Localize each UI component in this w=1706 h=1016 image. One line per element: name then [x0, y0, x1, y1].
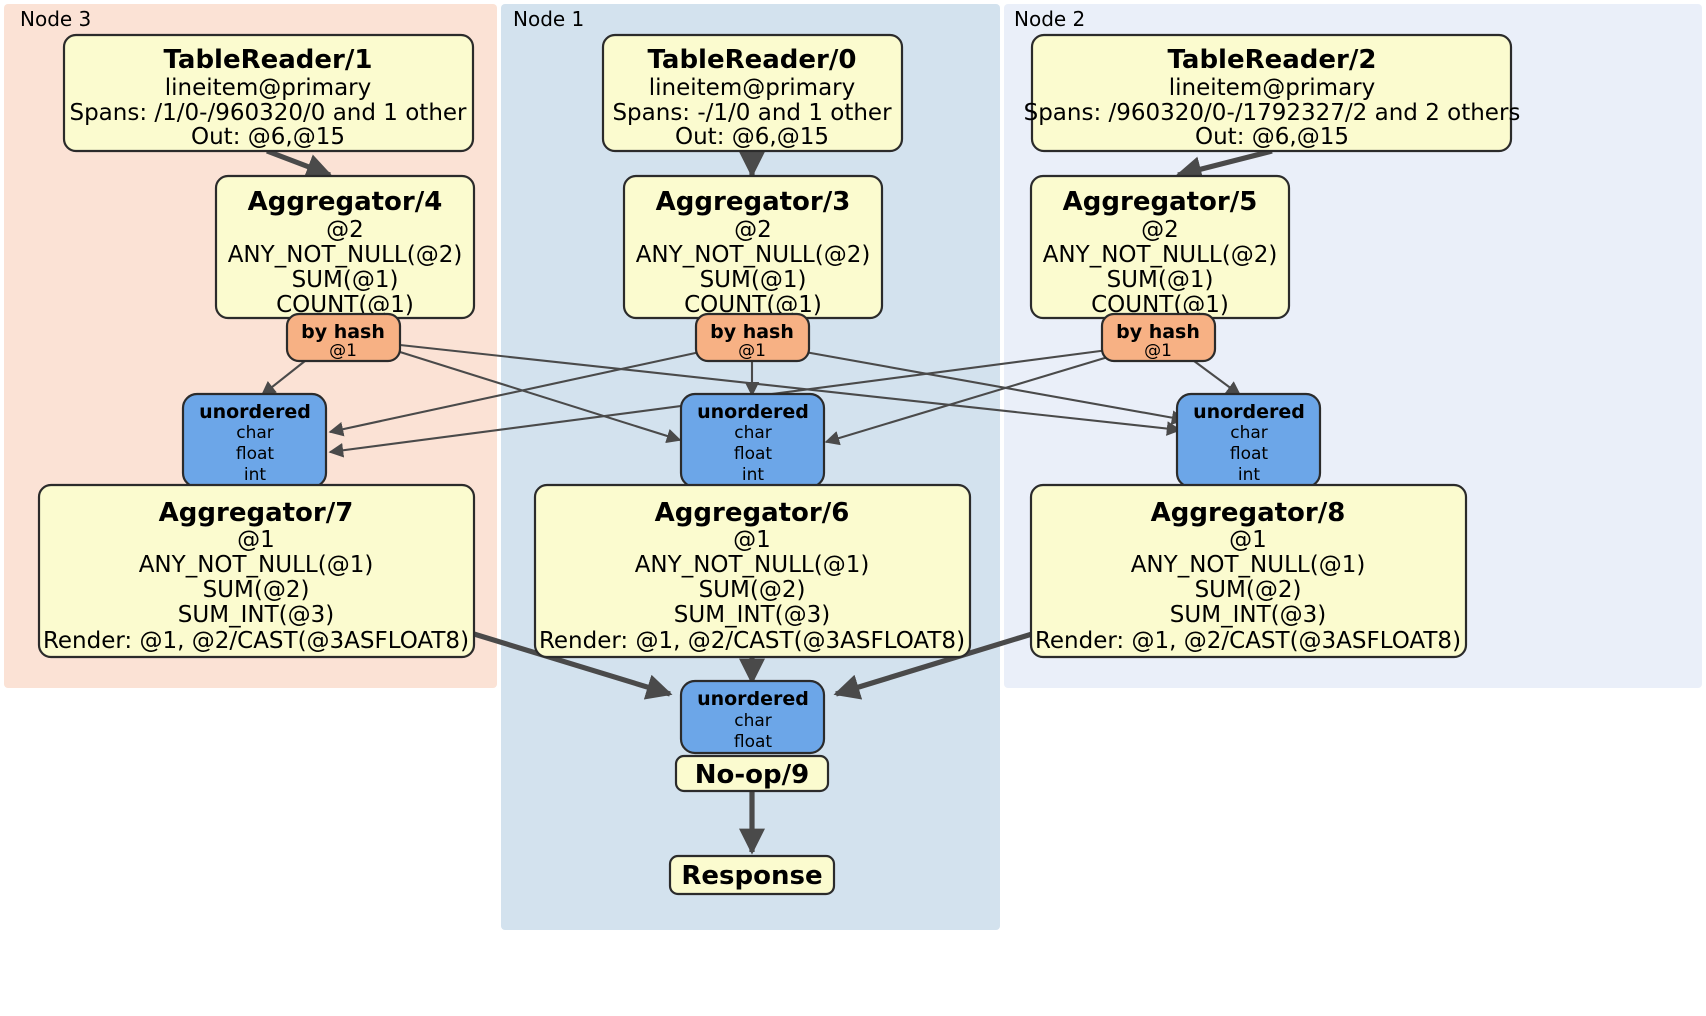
- aggregator-8-line-3: SUM_INT(@3): [1170, 602, 1326, 628]
- aggregator-4-line-0: @2: [326, 217, 364, 243]
- aggregator-5-line-0: @2: [1141, 217, 1179, 243]
- aggregator-6-title: Aggregator/6: [655, 498, 850, 528]
- aggregator-5[interactable]: Aggregator/5 @2 ANY_NOT_NULL(@2) SUM(@1)…: [1029, 174, 1291, 320]
- table-reader-0-line-1: Spans: -/1/0 and 1 other: [612, 100, 892, 126]
- aggregator-8[interactable]: Aggregator/8 @1 ANY_NOT_NULL(@1) SUM(@2)…: [1029, 483, 1468, 659]
- sync-unordered-8-title: unordered: [1193, 401, 1305, 423]
- no-op-9[interactable]: No-op/9: [674, 754, 830, 793]
- hash-router-4-title: by hash: [301, 321, 385, 343]
- edge-hash5-sync8: [1189, 357, 1242, 396]
- sync-unordered-6-line-0: char: [734, 423, 772, 443]
- aggregator-6-line-2: SUM(@2): [699, 577, 806, 603]
- hash-router-5[interactable]: by hash @1: [1100, 312, 1217, 363]
- hash-router-4[interactable]: by hash @1: [285, 312, 402, 363]
- response-box[interactable]: Response: [668, 854, 836, 896]
- aggregator-3-line-1: ANY_NOT_NULL(@2): [636, 242, 871, 268]
- edge-tr1-agg4: [266, 148, 333, 179]
- sync-unordered-7-line-1: float: [236, 444, 275, 464]
- sync-unordered-7[interactable]: unordered char float int: [181, 392, 328, 489]
- sync-unordered-8-line-0: char: [1230, 423, 1268, 443]
- sync-unordered-7-line-2: int: [244, 465, 266, 485]
- sync-unordered-6-line-1: float: [734, 444, 773, 464]
- aggregator-8-line-2: SUM(@2): [1195, 577, 1302, 603]
- hash-router-5-title: by hash: [1116, 321, 1200, 343]
- sync-unordered-7-title: unordered: [199, 401, 311, 423]
- sync-unordered-8-line-2: int: [1238, 465, 1260, 485]
- aggregator-4-line-2: SUM(@1): [292, 267, 399, 293]
- table-reader-1-line-2: Out: @6,@15: [191, 124, 345, 150]
- hash-router-4-sub: @1: [329, 341, 357, 361]
- aggregator-3-line-2: SUM(@1): [700, 267, 807, 293]
- table-reader-0[interactable]: TableReader/0 lineitem@primary Spans: -/…: [601, 33, 904, 153]
- aggregator-8-line-1: ANY_NOT_NULL(@1): [1131, 552, 1366, 578]
- aggregator-6-line-0: @1: [733, 527, 771, 553]
- aggregator-8-line-0: @1: [1229, 527, 1267, 553]
- node-label-node1: Node 1: [513, 7, 584, 31]
- table-reader-0-line-0: lineitem@primary: [649, 75, 855, 101]
- table-reader-0-line-2: Out: @6,@15: [675, 124, 829, 150]
- response-title: Response: [681, 861, 822, 891]
- edge-hash5-sync6: [824, 355, 1109, 446]
- sync-unordered-6-line-2: int: [742, 465, 764, 485]
- sync-unordered-final[interactable]: unordered char float: [679, 679, 826, 755]
- sync-unordered-final-line-0: char: [734, 711, 772, 731]
- edge-hash4-sync8: [399, 343, 1182, 436]
- sync-unordered-7-line-0: char: [236, 423, 274, 443]
- table-reader-0-title: TableReader/0: [648, 45, 857, 75]
- sync-unordered-final-title: unordered: [697, 688, 809, 710]
- sync-unordered-8[interactable]: unordered char float int: [1175, 392, 1322, 489]
- table-reader-2-line-1: Spans: /960320/0-/1792327/2 and 2 others: [1024, 100, 1521, 126]
- aggregator-6[interactable]: Aggregator/6 @1 ANY_NOT_NULL(@1) SUM(@2)…: [533, 483, 972, 659]
- aggregator-8-line-4: Render: @1, @2/CAST(@3ASFLOAT8): [1035, 628, 1461, 654]
- table-reader-1-line-0: lineitem@primary: [165, 75, 371, 101]
- aggregator-7[interactable]: Aggregator/7 @1 ANY_NOT_NULL(@1) SUM(@2)…: [37, 483, 476, 659]
- sync-unordered-6-title: unordered: [697, 401, 809, 423]
- edge-hash3-sync7: [328, 350, 701, 437]
- table-reader-1[interactable]: TableReader/1 lineitem@primary Spans: /1…: [62, 33, 475, 153]
- aggregator-4[interactable]: Aggregator/4 @2 ANY_NOT_NULL(@2) SUM(@1)…: [214, 174, 476, 320]
- sync-unordered-6[interactable]: unordered char float int: [679, 392, 826, 489]
- aggregator-3[interactable]: Aggregator/3 @2 ANY_NOT_NULL(@2) SUM(@1)…: [622, 174, 884, 320]
- sync-unordered-8-line-1: float: [1230, 444, 1269, 464]
- aggregator-7-line-2: SUM(@2): [203, 577, 310, 603]
- aggregator-6-line-4: Render: @1, @2/CAST(@3ASFLOAT8): [539, 628, 965, 654]
- hash-router-3[interactable]: by hash @1: [694, 312, 811, 363]
- edge-hash4-sync6: [399, 350, 682, 444]
- aggregator-6-line-3: SUM_INT(@3): [674, 602, 830, 628]
- hash-router-5-sub: @1: [1144, 341, 1172, 361]
- aggregator-5-line-2: SUM(@1): [1107, 267, 1214, 293]
- table-reader-1-title: TableReader/1: [164, 45, 373, 75]
- aggregator-6-line-1: ANY_NOT_NULL(@1): [635, 552, 870, 578]
- hash-router-3-title: by hash: [710, 321, 794, 343]
- node-label-node2: Node 2: [1014, 7, 1085, 31]
- aggregator-7-line-3: SUM_INT(@3): [178, 602, 334, 628]
- edge-agg7-sync9: [473, 631, 673, 700]
- aggregator-8-title: Aggregator/8: [1151, 498, 1346, 528]
- node-label-node3: Node 3: [20, 7, 91, 31]
- edge-hash3-sync8: [804, 350, 1187, 425]
- table-reader-2[interactable]: TableReader/2 lineitem@primary Spans: /9…: [1024, 33, 1521, 153]
- aggregator-5-title: Aggregator/5: [1063, 187, 1258, 217]
- aggregator-7-line-4: Render: @1, @2/CAST(@3ASFLOAT8): [43, 628, 469, 654]
- table-reader-1-line-1: Spans: /1/0-/960320/0 and 1 other: [69, 100, 467, 126]
- aggregator-3-line-0: @2: [734, 217, 772, 243]
- aggregator-7-line-0: @1: [237, 527, 275, 553]
- aggregator-5-line-1: ANY_NOT_NULL(@2): [1043, 242, 1278, 268]
- aggregator-3-title: Aggregator/3: [656, 187, 851, 217]
- edge-hash4-sync7: [260, 356, 311, 396]
- aggregator-7-title: Aggregator/7: [159, 498, 354, 528]
- aggregator-7-line-1: ANY_NOT_NULL(@1): [139, 552, 374, 578]
- aggregator-4-line-1: ANY_NOT_NULL(@2): [228, 242, 463, 268]
- table-reader-2-title: TableReader/2: [1168, 45, 1377, 75]
- edge-tr2-agg5: [1175, 148, 1273, 182]
- sync-unordered-final-line-1: float: [734, 732, 773, 752]
- edge-agg8-sync9: [833, 631, 1033, 700]
- table-reader-2-line-2: Out: @6,@15: [1195, 124, 1349, 150]
- aggregator-4-title: Aggregator/4: [248, 187, 443, 217]
- no-op-9-title: No-op/9: [695, 760, 809, 790]
- table-reader-2-line-0: lineitem@primary: [1169, 75, 1375, 101]
- hash-router-3-sub: @1: [738, 341, 766, 361]
